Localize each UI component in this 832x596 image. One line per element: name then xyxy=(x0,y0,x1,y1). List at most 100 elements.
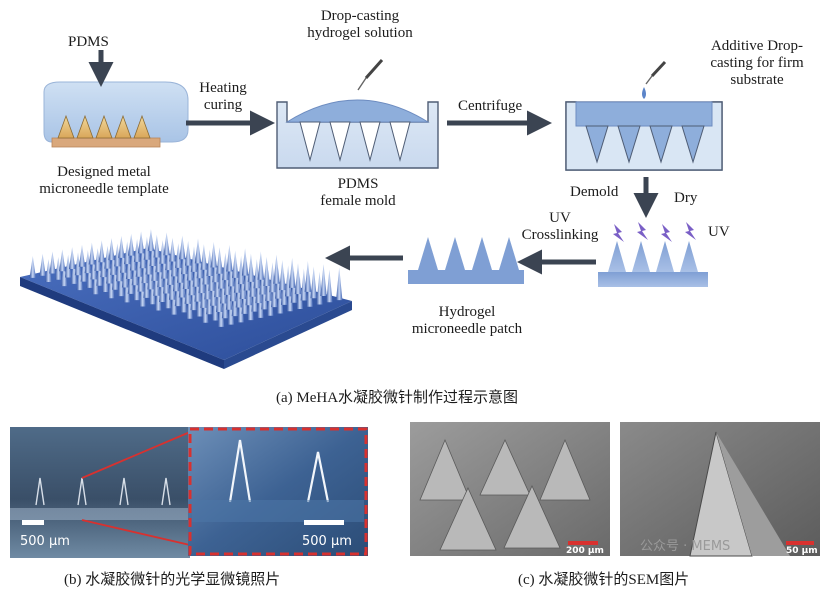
microneedle-spike xyxy=(137,265,144,292)
microneedle-spike xyxy=(68,247,76,269)
microneedle-spike xyxy=(316,271,323,305)
label-drop-casting: Drop-casting hydrogel solution xyxy=(295,8,425,42)
microneedle-spike xyxy=(157,260,164,288)
microneedle-spike xyxy=(104,245,111,269)
microneedle-spike xyxy=(106,258,113,284)
microneedle-spike xyxy=(80,257,88,282)
microneedle-spike xyxy=(110,251,117,275)
microneedle-spike xyxy=(184,274,192,304)
label-centrifuge: Centrifuge xyxy=(458,98,523,114)
microneedle-spike xyxy=(257,251,264,280)
microneedle-spike xyxy=(163,266,170,294)
scale-label-sem-right: 50 μm xyxy=(786,546,818,556)
microneedle-spike xyxy=(123,274,131,303)
label-demold: Demold xyxy=(570,184,619,200)
microneedle-spike xyxy=(125,254,133,279)
microneedle-spike xyxy=(194,272,201,302)
microneedle-spike xyxy=(153,268,160,296)
label-line: substrate xyxy=(730,72,784,88)
microneedle-spike xyxy=(175,243,182,268)
caption-panel-b: (b) 水凝胶微针的光学显微镜照片 xyxy=(64,572,281,588)
microneedle-spike xyxy=(145,249,152,275)
label-line: Additive Drop- xyxy=(710,38,804,54)
microneedle-spike xyxy=(164,279,172,309)
microneedle-spike xyxy=(273,254,280,284)
uv-patch xyxy=(598,241,708,287)
microneedle-spike xyxy=(184,240,192,266)
microneedle-spike xyxy=(198,264,205,294)
label-hydrogel-patch: Hydrogel microneedle patch xyxy=(402,304,532,338)
microneedle-spike xyxy=(253,259,260,289)
microneedle-spike xyxy=(60,262,68,287)
microneedle-spike xyxy=(92,268,99,295)
caption-panel-c: (c) 水凝胶微针的SEM图片 xyxy=(518,572,690,588)
microneedle-spike xyxy=(29,255,36,278)
microneedle-spikes xyxy=(29,229,343,327)
microneedle-spike xyxy=(59,249,66,272)
microneedle-spike xyxy=(74,252,82,276)
microneedle-spike xyxy=(190,246,198,272)
label-dry: Dry xyxy=(674,190,698,206)
microneedle-spike xyxy=(100,253,107,278)
microneedle-spike xyxy=(210,241,217,268)
microneedle-spike xyxy=(147,229,155,252)
microneedle-spike xyxy=(117,269,125,297)
microneedle-spike xyxy=(78,244,86,267)
microneedle-spike xyxy=(70,260,78,284)
microneedle-spike xyxy=(186,253,194,281)
microneedle-spike xyxy=(165,245,172,271)
optical-photo-left xyxy=(10,427,190,558)
microneedle-spike xyxy=(232,250,239,278)
label-designed-template: Designed metal microneedle template xyxy=(24,164,184,198)
microneedle-spike xyxy=(226,245,233,272)
microneedle-spike xyxy=(196,251,204,279)
microneedle-spike xyxy=(45,259,52,282)
microneedle-spike xyxy=(168,271,176,300)
metal-template xyxy=(43,81,189,148)
microneedle-spike xyxy=(182,261,190,289)
microneedle-spike xyxy=(64,254,72,278)
microneedle-spike xyxy=(218,260,225,289)
pdms-female-mold xyxy=(276,99,439,169)
microneedle-spike xyxy=(151,255,158,281)
microneedle-spike xyxy=(180,248,188,275)
microneedle-spike xyxy=(336,267,343,301)
optical-photo-zoom xyxy=(188,427,368,556)
label-female-mold: PDMS female mold xyxy=(308,176,408,210)
label-line: female mold xyxy=(320,193,396,209)
microneedle-spike xyxy=(98,240,105,263)
caption-panel-a: (a) MeHA水凝胶微针制作过程示意图 xyxy=(276,390,519,406)
microneedle-spike xyxy=(139,244,147,269)
microneedle-spike xyxy=(88,242,96,265)
microneedle-spike xyxy=(176,256,184,283)
microneedle-spike xyxy=(172,263,180,292)
microneedle-spike xyxy=(237,255,245,285)
microneedle-spike xyxy=(137,231,145,254)
label-line: Heating xyxy=(199,80,247,96)
label-line: Drop-casting xyxy=(320,8,400,24)
microneedle-spike xyxy=(124,241,131,265)
microneedle-spike xyxy=(320,264,327,296)
microneedle-spike xyxy=(304,260,312,292)
microneedle-array-3d xyxy=(20,229,352,369)
microneedle-spike xyxy=(141,257,148,284)
label-line: Designed metal xyxy=(57,164,151,180)
microneedle-spike xyxy=(108,271,115,299)
label-line: hydrogel solution xyxy=(307,25,413,41)
zoom-callout-lines xyxy=(81,431,191,546)
microneedle-spike xyxy=(49,251,56,274)
microneedle-spike xyxy=(233,263,241,293)
microneedle-spike xyxy=(112,264,119,290)
microneedle-spike xyxy=(84,250,92,274)
microneedle-spike xyxy=(222,252,229,281)
label-line: Hydrogel xyxy=(438,304,496,320)
label-pdms: PDMS xyxy=(68,34,109,50)
microneedle-spike xyxy=(133,239,141,262)
microneedle-spike xyxy=(269,262,276,293)
microneedle-spike xyxy=(94,247,101,271)
label-line: microneedle patch xyxy=(411,321,523,337)
microneedle-spike xyxy=(96,260,103,286)
microneedle-spike xyxy=(161,253,168,279)
